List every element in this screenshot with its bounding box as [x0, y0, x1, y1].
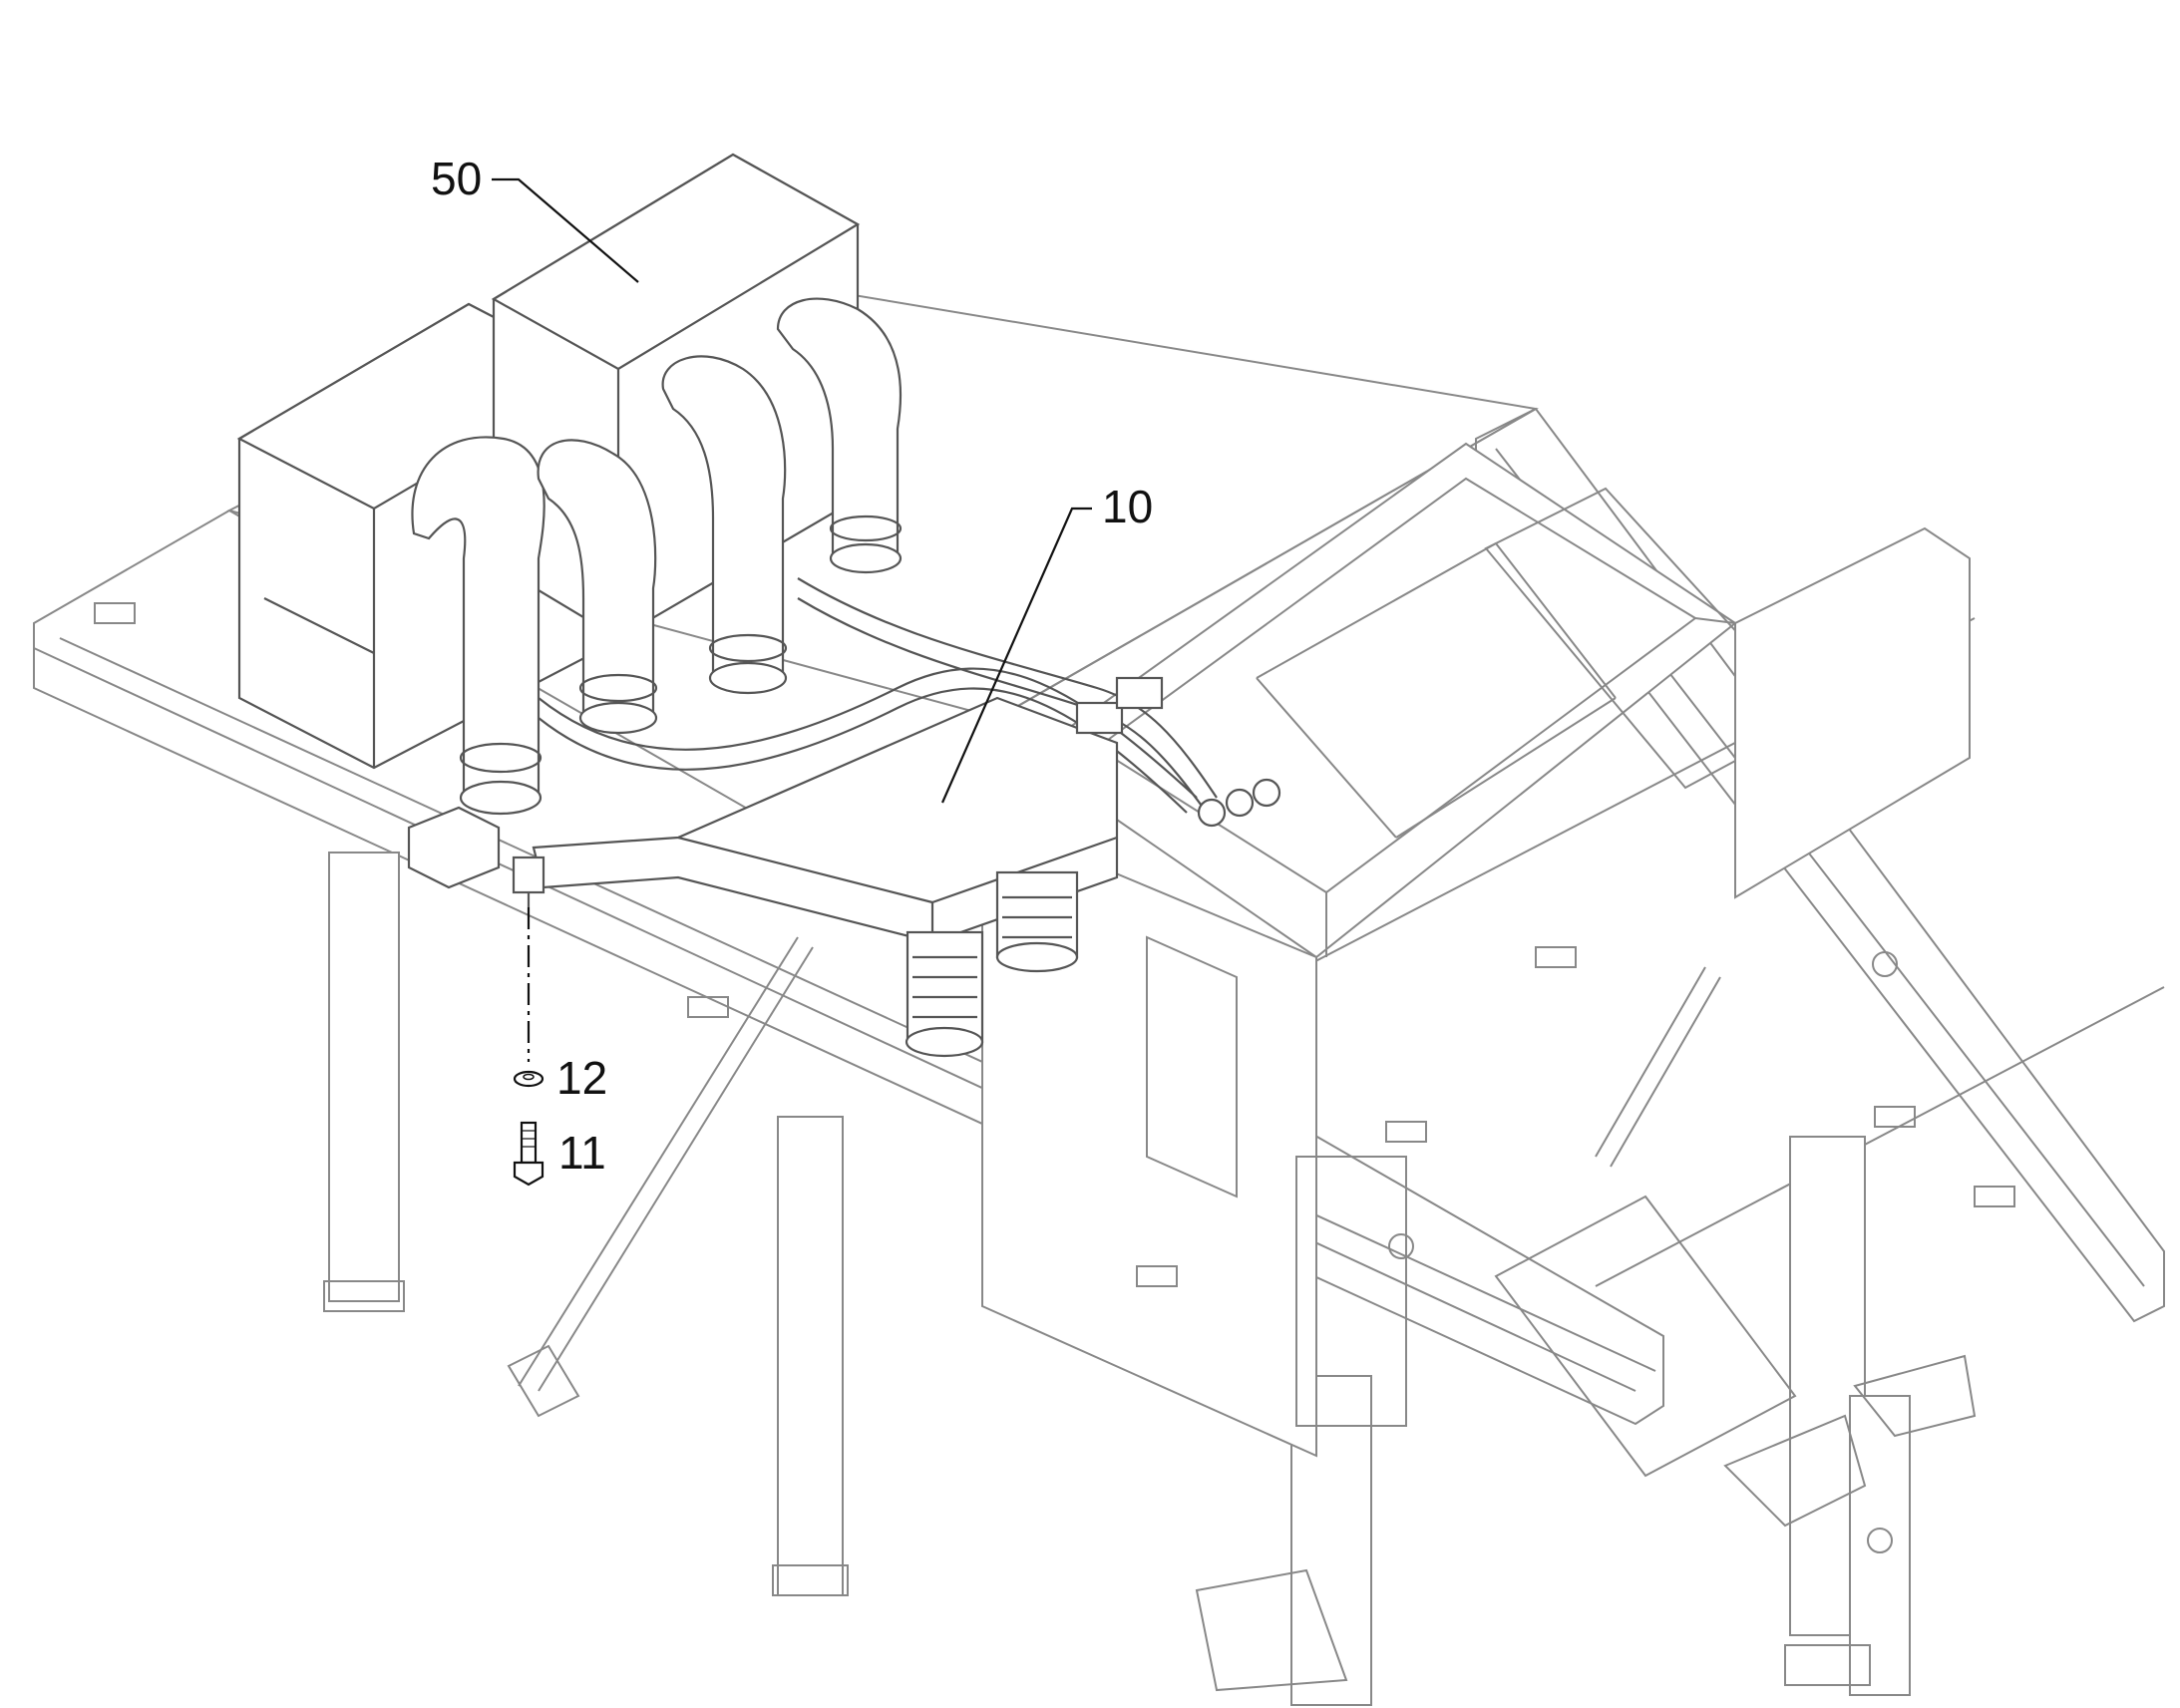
outlet-cylinder-left [906, 930, 984, 1044]
callout-leaders [492, 177, 1092, 804]
elbow-pipe-1 [411, 436, 545, 816]
leg-left-front [328, 852, 400, 1302]
callout-label-10: 10 [1102, 481, 1153, 532]
leg-center-front [777, 1116, 844, 1596]
equipment-assembly [236, 153, 1281, 1058]
elbow-pipe-3 [661, 355, 788, 695]
callout-label-50: 50 [431, 153, 482, 204]
callout-label-11: 11 [558, 1127, 606, 1179]
bolt-icon [513, 1121, 545, 1187]
callout-label-12: 12 [556, 1052, 607, 1104]
elbow-pipe-2 [537, 439, 658, 735]
chassis-frame [33, 267, 2165, 1706]
washer-icon [513, 1070, 545, 1088]
manifold [532, 696, 1119, 944]
elbow-pipe-4 [776, 297, 903, 574]
